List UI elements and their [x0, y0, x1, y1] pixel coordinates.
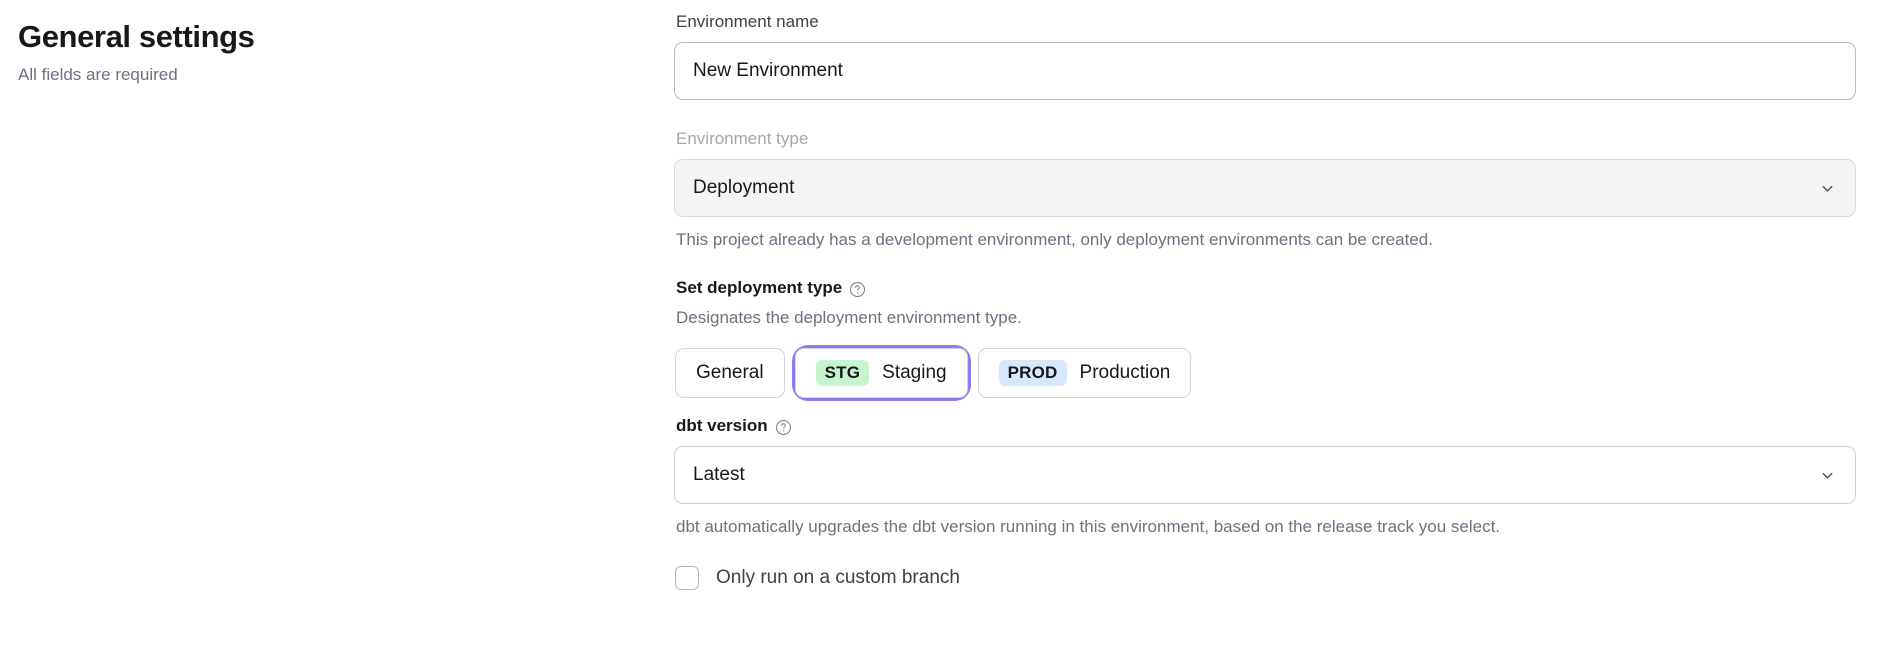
environment-type-value: Deployment	[693, 177, 795, 198]
page-subtitle: All fields are required	[18, 65, 178, 84]
deployment-type-option-general-label: General	[696, 362, 764, 383]
staging-badge: STG	[815, 360, 870, 386]
environment-name-field-group: Environment name New Environment	[674, 10, 1856, 100]
deployment-type-option-production-label: Production	[1079, 362, 1171, 383]
environment-type-label: Environment type	[676, 129, 809, 148]
environment-name-label: Environment name	[676, 12, 819, 31]
production-badge: PROD	[998, 360, 1067, 386]
deployment-type-label-text: Set deployment type	[676, 278, 843, 297]
deployment-type-option-production-wrap: PROD Production	[977, 348, 1192, 398]
environment-type-help-text: This project already has a development e…	[676, 230, 1433, 249]
deployment-type-option-staging[interactable]: STG Staging	[794, 348, 968, 398]
deployment-type-description: Designates the deployment environment ty…	[676, 308, 1022, 327]
spacer	[674, 100, 1856, 127]
environment-type-select[interactable]: Deployment	[674, 159, 1856, 217]
chevron-down-icon	[1820, 468, 1835, 483]
spacer	[674, 398, 1856, 414]
deployment-type-option-staging-wrap: STG Staging	[794, 348, 968, 398]
dbt-version-value: Latest	[693, 464, 745, 485]
deployment-type-option-general-wrap: General	[675, 348, 785, 398]
deployment-type-option-staging-label: Staging	[882, 362, 947, 383]
dbt-version-select[interactable]: Latest	[674, 446, 1856, 504]
chevron-down-icon	[1820, 181, 1835, 196]
dbt-version-field-group: dbt version Latest dbt automatica	[674, 414, 1856, 539]
deployment-type-option-production[interactable]: PROD Production	[977, 348, 1192, 398]
deployment-type-button-group: General STG Staging PROD Production	[675, 348, 1856, 398]
settings-form: Environment name New Environment Environ…	[674, 10, 1856, 590]
deployment-type-field-group: Set deployment type Designates the deplo…	[674, 276, 1856, 398]
question-circle-icon[interactable]	[775, 419, 792, 436]
deployment-type-label: Set deployment type	[676, 276, 1856, 300]
page-header: General settings All fields are required	[18, 18, 618, 87]
deployment-type-option-general[interactable]: General	[675, 348, 785, 398]
custom-branch-label[interactable]: Only run on a custom branch	[716, 567, 960, 588]
dbt-version-help-text: dbt automatically upgrades the dbt versi…	[676, 517, 1501, 536]
dbt-version-label: dbt version	[676, 414, 1856, 438]
environment-type-field-group: Environment type Deployment This project…	[674, 127, 1856, 252]
environment-name-input[interactable]: New Environment	[674, 42, 1856, 100]
spacer	[674, 252, 1856, 276]
custom-branch-row: Only run on a custom branch	[675, 566, 1856, 590]
question-circle-icon[interactable]	[849, 281, 866, 298]
dbt-version-label-text: dbt version	[676, 416, 768, 435]
page-title: General settings	[18, 19, 255, 54]
custom-branch-checkbox[interactable]	[675, 566, 699, 590]
